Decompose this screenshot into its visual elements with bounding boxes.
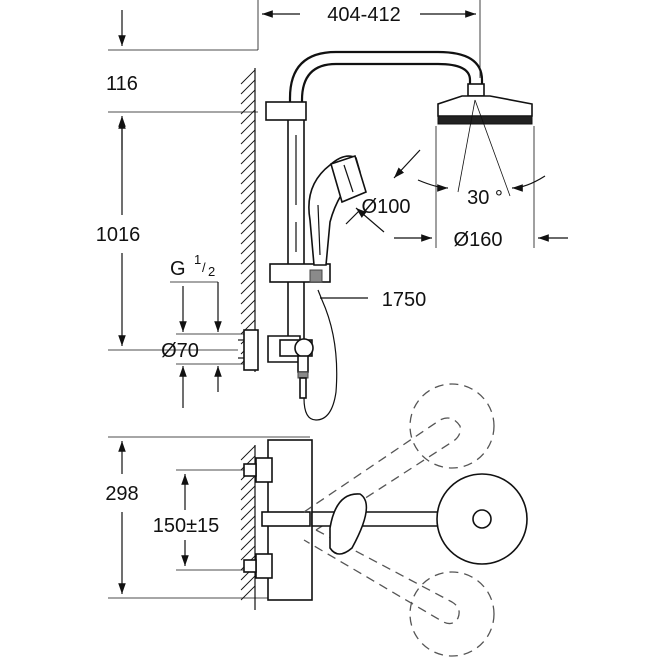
wall-offset-dimension: 116 xyxy=(106,10,258,150)
hatch-line xyxy=(240,229,256,245)
connection-spacing-label: 150±15 xyxy=(153,515,220,537)
hatch-line xyxy=(240,99,256,115)
hatch-line xyxy=(240,139,256,155)
hatch-line xyxy=(240,179,256,195)
thread-denominator: 2 xyxy=(208,264,215,279)
hatch-line xyxy=(240,485,256,501)
hatch-line xyxy=(240,309,256,325)
hatch-line xyxy=(240,475,256,491)
hatch-line xyxy=(240,189,256,205)
hatch-line xyxy=(240,585,256,601)
hatch-line xyxy=(240,79,256,95)
head-diameter-label: Ø160 xyxy=(454,229,503,251)
hatch-line xyxy=(240,525,256,541)
hatch-line xyxy=(240,219,256,235)
hatch-line xyxy=(240,239,256,255)
flange-diameter-label: Ø70 xyxy=(161,340,199,362)
hatch-line xyxy=(240,269,256,285)
spray-angle-label: 30 ° xyxy=(467,187,503,209)
head-shower xyxy=(437,83,533,125)
hatch-line xyxy=(240,445,256,461)
hatch-line xyxy=(240,505,256,521)
hatch-line xyxy=(240,259,256,275)
hatch-line xyxy=(240,69,256,85)
arm-length-dimension: 404-412 xyxy=(257,0,481,78)
hand-diameter-dimension: Ø100 xyxy=(345,149,421,233)
thermostat-mixer xyxy=(243,439,313,601)
hatch-line xyxy=(240,149,256,165)
wall-offset-label: 116 xyxy=(106,73,138,95)
height-dimension: 1016 xyxy=(96,118,238,351)
wall-hatching-upper xyxy=(240,68,256,372)
hose-length-label: 1750 xyxy=(382,289,427,311)
riser-rail xyxy=(265,50,484,363)
head-diameter-dimension: Ø160 xyxy=(394,126,568,251)
hatch-line xyxy=(240,159,256,175)
hatch-line xyxy=(240,515,256,531)
hatch-line xyxy=(240,169,256,185)
hose: 1750 xyxy=(303,289,427,421)
thread-numerator: 1 xyxy=(194,252,201,267)
hatch-line xyxy=(240,299,256,315)
height-label: 1016 xyxy=(96,224,141,246)
hatch-line xyxy=(240,535,256,551)
hatch-line xyxy=(240,495,256,511)
hatch-line xyxy=(240,289,256,305)
hatch-line xyxy=(240,109,256,125)
connection-spacing-dimension: 150±15 xyxy=(153,469,244,571)
svg-text:G: G xyxy=(170,258,186,280)
hand-diameter-label: Ø100 xyxy=(362,196,411,218)
hatch-line xyxy=(240,129,256,145)
hatch-line xyxy=(240,545,256,561)
spray-angle-dimension: 30 ° xyxy=(417,99,546,209)
arm-length-label: 404-412 xyxy=(327,4,400,26)
thread-slash: / xyxy=(202,260,206,275)
hatch-line xyxy=(240,89,256,105)
hatch-line xyxy=(240,575,256,591)
hatch-line xyxy=(240,209,256,225)
thread-prefix: G xyxy=(170,258,186,280)
mixer-height-dimension: 298 xyxy=(105,436,310,599)
hatch-line xyxy=(240,279,256,295)
mixer-height-label: 298 xyxy=(105,483,138,505)
connection-dimension: G 1 / 2 Ø70 xyxy=(161,252,259,408)
hand-shower xyxy=(308,154,367,266)
hatch-line xyxy=(240,199,256,215)
hatch-line xyxy=(240,119,256,135)
shower-arm-topview xyxy=(311,473,528,565)
diverter-fitting xyxy=(279,338,314,399)
hatch-line xyxy=(240,249,256,265)
rotation-positions xyxy=(303,383,495,657)
